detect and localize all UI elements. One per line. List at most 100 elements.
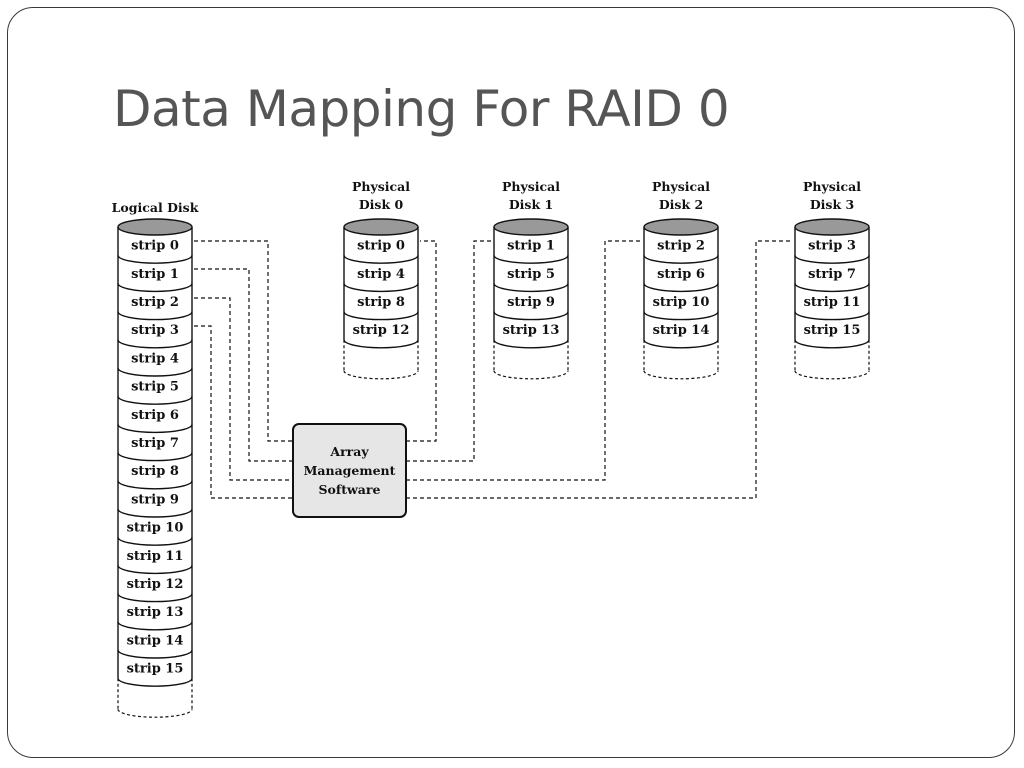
physical-disk-title: Physical <box>652 179 710 194</box>
array-management-label: Management <box>304 463 396 478</box>
strip-separator <box>117 283 193 293</box>
slide-frame <box>7 7 1015 758</box>
disk-top <box>794 218 870 236</box>
physical-disk-2-connector <box>406 240 642 481</box>
strip-separator <box>117 678 193 687</box>
physical-disk-1-connector <box>406 240 492 462</box>
strip-label: strip 6 <box>131 408 179 423</box>
strip-separator <box>493 283 569 293</box>
strip-separator <box>117 396 193 405</box>
strip-label: strip 5 <box>131 380 179 395</box>
strip-label: strip 14 <box>127 633 184 648</box>
logical-strip-0-connector <box>194 240 293 442</box>
logical-strip-2-connector <box>194 297 293 481</box>
disk-continuation <box>493 370 569 380</box>
strip-separator <box>493 339 569 349</box>
mapping-connectors <box>194 240 793 499</box>
strip-separator <box>493 255 569 264</box>
strip-separator <box>493 311 569 321</box>
strip-separator <box>117 593 193 603</box>
strip-label: strip 4 <box>131 351 179 366</box>
strip-separator <box>794 311 870 321</box>
disk-top <box>493 218 569 236</box>
strip-separator <box>117 649 193 659</box>
strip-separator <box>117 537 193 546</box>
strip-label: strip 9 <box>131 492 179 507</box>
strip-label: strip 9 <box>507 295 555 310</box>
strip-label: strip 14 <box>653 323 710 338</box>
strip-separator <box>343 283 419 293</box>
physical-disk-title: Physical <box>803 179 861 194</box>
strip-separator <box>343 339 419 349</box>
disk-top <box>343 218 419 236</box>
strip-separator <box>794 339 870 349</box>
physical-disk-0-connector <box>406 240 437 442</box>
disk-continuation <box>643 370 719 380</box>
strip-label: strip 2 <box>657 239 705 254</box>
array-management-label: Array <box>329 444 369 459</box>
strip-label: strip 12 <box>127 577 184 592</box>
strip-separator <box>117 311 193 321</box>
strip-label: strip 1 <box>131 267 179 282</box>
disks: strip 0 strip 1 strip 2 strip 3 strip 4 strip… <box>112 179 870 718</box>
strip-separator <box>794 283 870 293</box>
strip-label: strip 2 <box>131 295 179 310</box>
disk-top <box>117 218 193 236</box>
strip-label: strip 6 <box>657 267 705 282</box>
strip-label: strip 11 <box>127 549 184 564</box>
strip-label: strip 13 <box>127 605 184 620</box>
strip-label: strip 13 <box>503 323 560 338</box>
strip-separator <box>643 255 719 264</box>
logical-disk: strip 0 strip 1 strip 2 strip 3 strip 4 strip… <box>112 200 199 718</box>
strip-label: strip 10 <box>653 295 710 310</box>
strip-label: strip 0 <box>357 239 405 254</box>
slide-title: Data Mapping For RAID 0 <box>113 80 730 138</box>
strip-label: strip 11 <box>804 295 861 310</box>
strip-separator <box>117 339 193 349</box>
logical-strip-1-connector <box>194 268 293 462</box>
physical-disk-title: Physical <box>502 179 560 194</box>
strip-separator <box>117 424 193 434</box>
strip-separator <box>117 255 193 264</box>
strip-label: strip 10 <box>127 521 184 536</box>
strip-label: strip 3 <box>808 239 856 254</box>
strip-separator <box>117 367 193 377</box>
strip-separator <box>643 283 719 293</box>
strip-label: strip 5 <box>507 267 555 282</box>
physical-disk-1: strip 1 strip 5 strip 9 strip 13 PhysicalDis… <box>493 179 569 380</box>
physical-disk-title: Physical <box>352 179 410 194</box>
strip-separator <box>117 621 193 631</box>
strip-label: strip 3 <box>131 323 179 338</box>
logical-disk-title: Logical Disk <box>112 200 199 215</box>
physical-disk-title: Disk 3 <box>810 197 854 212</box>
strip-separator <box>343 255 419 264</box>
physical-disk-title: Disk 2 <box>659 197 703 212</box>
strip-separator <box>794 255 870 264</box>
strip-separator <box>343 311 419 321</box>
strip-separator <box>117 508 193 518</box>
disk-continuation <box>794 370 870 380</box>
strip-label: strip 15 <box>127 662 184 677</box>
strip-separator <box>117 565 193 575</box>
disk-continuation <box>343 370 419 380</box>
strip-label: strip 8 <box>131 464 179 479</box>
strip-label: strip 7 <box>131 436 179 451</box>
strip-label: strip 0 <box>131 239 179 254</box>
strip-label: strip 7 <box>808 267 856 282</box>
strip-separator <box>643 339 719 349</box>
strip-label: strip 12 <box>353 323 410 338</box>
strip-label: strip 4 <box>357 267 405 282</box>
disk-continuation <box>117 709 193 718</box>
array-management-box <box>292 423 407 518</box>
physical-disk-title: Disk 1 <box>509 197 553 212</box>
physical-disk-2: strip 2 strip 6 strip 10 strip 14 PhysicalDi… <box>643 179 719 380</box>
strip-label: strip 1 <box>507 239 555 254</box>
logical-strip-3-connector <box>194 325 293 499</box>
physical-disk-3-connector <box>406 240 793 499</box>
strip-label: strip 8 <box>357 295 405 310</box>
strip-separator <box>117 480 193 490</box>
